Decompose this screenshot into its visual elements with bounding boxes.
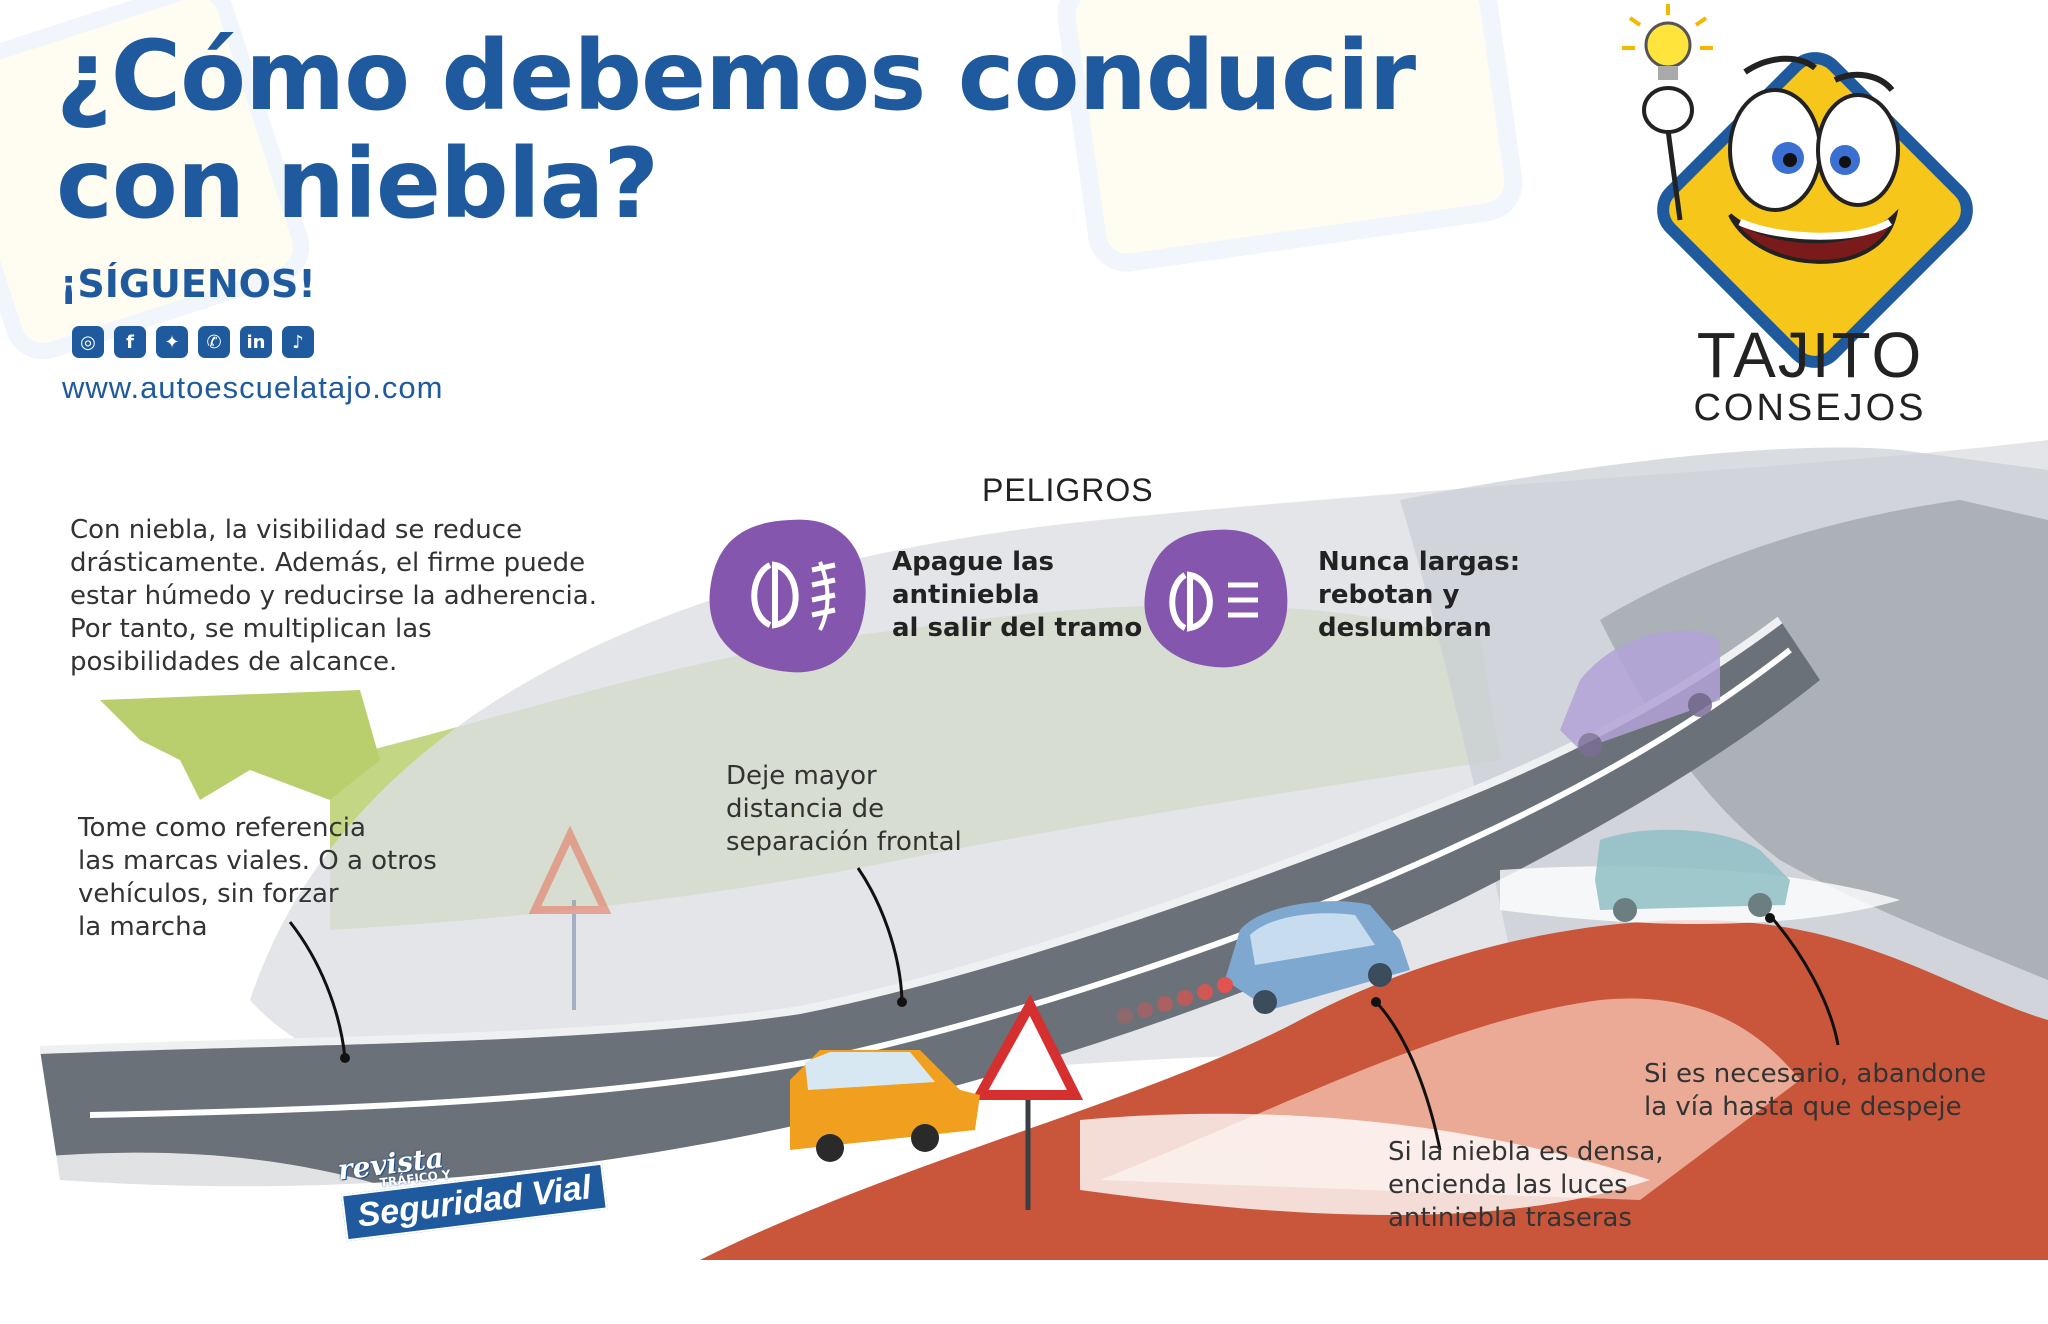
brand-name: TAJITO — [1696, 319, 1924, 391]
callout-dots — [340, 913, 1775, 1063]
orange-car — [790, 1050, 980, 1162]
tip-leave-road: Si es necesario, abandone la vía hasta q… — [1644, 1059, 1987, 1122]
tiktok-icon[interactable]: ♪ — [282, 326, 314, 358]
tip-rear-fog-lights: Si la niebla es densa, encienda las luce… — [1388, 1137, 1664, 1233]
dark-hills — [1600, 500, 2048, 980]
warning-triangle-faint — [528, 825, 612, 1010]
tip-no-high-beams: Nunca largas: rebotan y deslumbran — [1318, 547, 1521, 643]
callout-lines — [288, 867, 1840, 1151]
facebook-icon[interactable]: f — [114, 326, 146, 358]
tajito-mascot — [1622, 4, 1973, 368]
follow-label: ¡SÍGUENOS! — [60, 262, 316, 306]
rear-fog-lights — [1117, 977, 1233, 1024]
social-icons: ◎ f ✦ ✆ in ♪ — [72, 326, 314, 358]
road-line — [89, 647, 1792, 1118]
tip-distance: Deje mayor distancia de separación front… — [726, 761, 962, 857]
road — [40, 620, 1820, 1187]
instagram-icon[interactable]: ◎ — [72, 326, 104, 358]
dangers-heading: PELIGROS — [982, 472, 1154, 508]
warning-triangle — [971, 994, 1084, 1210]
tip-fog-lights-off: Apague las antiniebla al salir del tramo — [892, 547, 1143, 643]
intro-text: Con niebla, la visibilidad se reduce drá… — [70, 515, 597, 677]
fog-light-icon — [709, 519, 866, 673]
tip-road-marks: Tome como referencia las marcas viales. … — [78, 813, 437, 942]
website-link[interactable]: www.autoescuelatajo.com — [62, 370, 444, 405]
background-shapes — [0, 0, 1523, 360]
page-title: ¿Cómo debemos conducir con niebla? — [56, 20, 1416, 240]
brand-logo: TAJITO CONSEJOS — [1660, 322, 1960, 428]
whatsapp-icon[interactable]: ✆ — [198, 326, 230, 358]
blue-car — [1225, 901, 1410, 1014]
brand-subtitle: CONSEJOS — [1693, 387, 1927, 429]
twitter-icon[interactable]: ✦ — [156, 326, 188, 358]
teal-van — [1595, 829, 1790, 922]
purple-van — [1560, 630, 1720, 757]
high-beam-icon — [1144, 529, 1288, 668]
linkedin-icon[interactable]: in — [240, 326, 272, 358]
green-field — [100, 690, 380, 800]
